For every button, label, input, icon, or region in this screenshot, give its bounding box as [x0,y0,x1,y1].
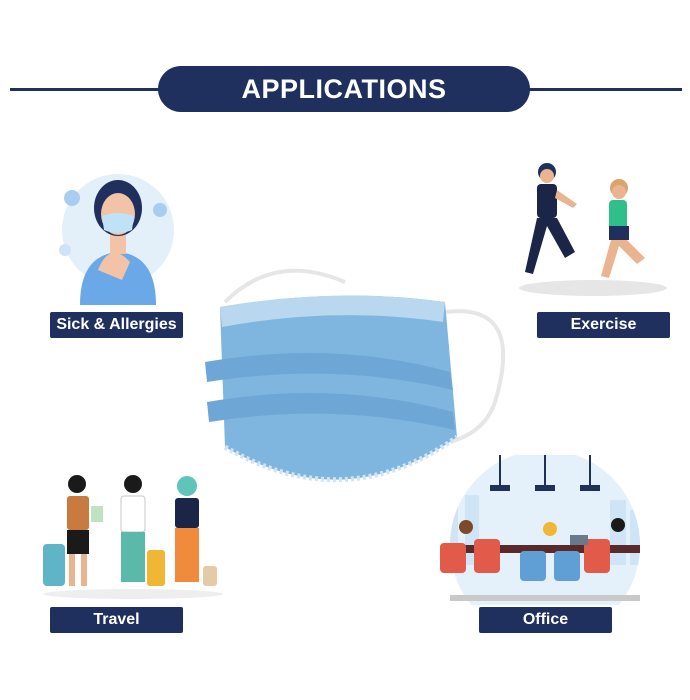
header-rule-left [10,88,170,91]
label-travel: Travel [50,607,183,633]
label-exercise: Exercise [537,312,670,338]
person-coughing-icon [59,174,174,305]
header-rule-right [520,88,682,91]
runners-icon [519,163,667,296]
office-meeting-icon [440,455,640,605]
label-office: Office [479,607,612,633]
surgical-mask-icon [205,268,506,483]
page-title: APPLICATIONS [158,66,530,112]
label-sick-allergies: Sick & Allergies [50,312,183,338]
travelers-icon [43,475,223,599]
